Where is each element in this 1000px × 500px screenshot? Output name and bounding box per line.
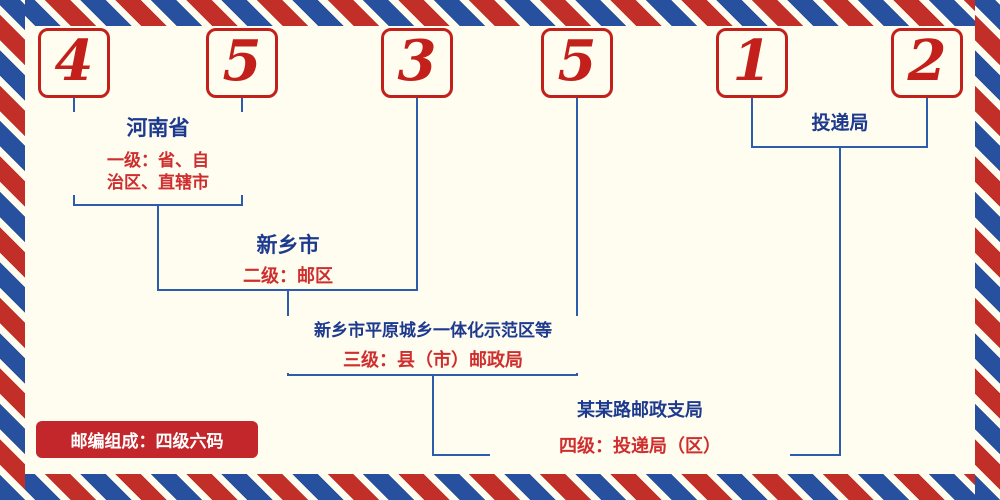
- digit-box-5: 1: [716, 28, 788, 98]
- airmail-border-top: [0, 0, 1000, 26]
- digit-box-4: 5: [541, 28, 613, 98]
- label-level2: 新乡市 二级：邮区: [188, 229, 388, 289]
- label-level2-title: 新乡市: [256, 233, 320, 257]
- label-level4: 某某路邮政支局 四级：投递局（区）: [490, 396, 790, 459]
- label-level1-title: 河南省: [126, 116, 190, 140]
- label-level3-desc: 三级：县（市）邮政局: [343, 350, 523, 371]
- digit-value-3: 3: [397, 28, 437, 94]
- digit-value-4: 5: [557, 28, 597, 94]
- airmail-border-right: [975, 0, 1000, 500]
- label-level2-desc: 二级：邮区: [243, 266, 333, 287]
- airmail-border-left: [0, 0, 25, 500]
- label-level1: 河南省 一级：省、自 治区、直辖市: [58, 112, 258, 195]
- label-level3: 新乡市平原城乡一体化示范区等 三级：县（市）邮政局: [283, 316, 583, 373]
- bracket-delivery-line: [751, 98, 928, 148]
- label-level1-desc: 一级：省、自 治区、直辖市: [107, 151, 209, 194]
- digit-value-1: 4: [54, 28, 94, 94]
- label-delivery-title: 投递局: [811, 112, 869, 134]
- label-level3-title: 新乡市平原城乡一体化示范区等: [314, 321, 552, 341]
- digit-value-2: 5: [222, 28, 262, 94]
- digit-value-6: 2: [907, 28, 947, 94]
- digit-box-1: 4: [38, 28, 110, 98]
- digit-box-3: 3: [381, 28, 453, 98]
- airmail-border-bottom: [0, 474, 1000, 500]
- label-delivery-office: 投递局: [765, 108, 915, 135]
- label-level4-desc: 四级：投递局（区）: [559, 436, 721, 457]
- label-level4-title: 某某路邮政支局: [577, 400, 703, 421]
- digit-box-2: 5: [206, 28, 278, 98]
- digit-value-5: 1: [732, 28, 772, 94]
- postal-composition-badge: 邮编组成：四级六码: [36, 421, 258, 458]
- digit-box-6: 2: [891, 28, 963, 98]
